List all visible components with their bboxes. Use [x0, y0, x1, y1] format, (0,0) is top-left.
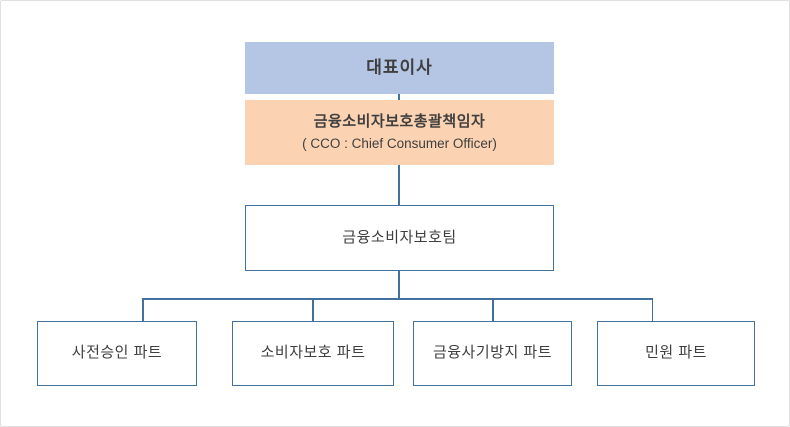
org-node-part-label: 민원 파트	[645, 344, 707, 362]
org-node-part-label: 사전승인 파트	[71, 344, 163, 362]
connector-drop-complaints	[651, 298, 653, 321]
org-node-part-fraud-prevention: 금융사기방지 파트	[413, 321, 572, 386]
connector-drop-preapproval	[142, 298, 144, 321]
org-node-part-preapproval: 사전승인 파트	[37, 321, 197, 386]
org-node-cco-sublabel: ( CCO : Chief Consumer Officer)	[302, 136, 497, 152]
org-node-part-complaints: 민원 파트	[597, 321, 755, 386]
connector-ceo-to-cco	[398, 94, 400, 100]
connector-rail	[142, 298, 653, 300]
org-node-part-label: 소비자보호 파트	[260, 344, 366, 362]
org-node-ceo-label: 대표이사	[366, 57, 433, 77]
org-node-team-label: 금융소비자보호팀	[342, 228, 457, 246]
connector-drop-consumer-protection	[312, 298, 314, 321]
connector-cco-to-team	[398, 165, 400, 205]
org-node-part-consumer-protection: 소비자보호 파트	[232, 321, 394, 386]
connector-team-to-rail	[398, 271, 400, 298]
org-node-cco: 금융소비자보호총괄책임자 ( CCO : Chief Consumer Offi…	[245, 100, 554, 165]
connector-drop-fraud-prevention	[492, 298, 494, 321]
org-node-part-label: 금융사기방지 파트	[432, 344, 553, 362]
org-node-team: 금융소비자보호팀	[245, 205, 554, 271]
org-node-ceo: 대표이사	[245, 42, 554, 94]
org-node-cco-label: 금융소비자보호총괄책임자	[313, 112, 486, 130]
